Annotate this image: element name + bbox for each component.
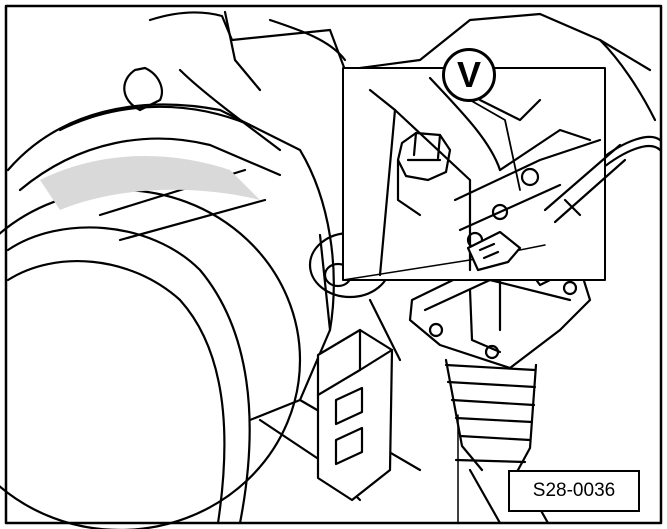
intake-ring-face xyxy=(6,226,251,525)
sensor-threads xyxy=(444,363,537,442)
inset-bolt xyxy=(396,131,452,182)
callout-leader xyxy=(469,99,521,191)
figure-reference-label: S28-0036 xyxy=(508,470,640,512)
inset-plug xyxy=(466,230,522,272)
inset-screw-1 xyxy=(520,167,540,187)
engine-casting xyxy=(148,11,652,72)
left-boss xyxy=(123,66,163,112)
intake-ring-outer xyxy=(0,188,302,529)
sensor-cable xyxy=(598,145,662,172)
callout-v: V xyxy=(442,48,496,102)
throttle-housing xyxy=(6,103,335,422)
casting-edge xyxy=(223,10,262,92)
inset-screw-2 xyxy=(491,203,509,221)
housing-shading xyxy=(40,156,260,210)
drawing-frame xyxy=(4,4,663,525)
